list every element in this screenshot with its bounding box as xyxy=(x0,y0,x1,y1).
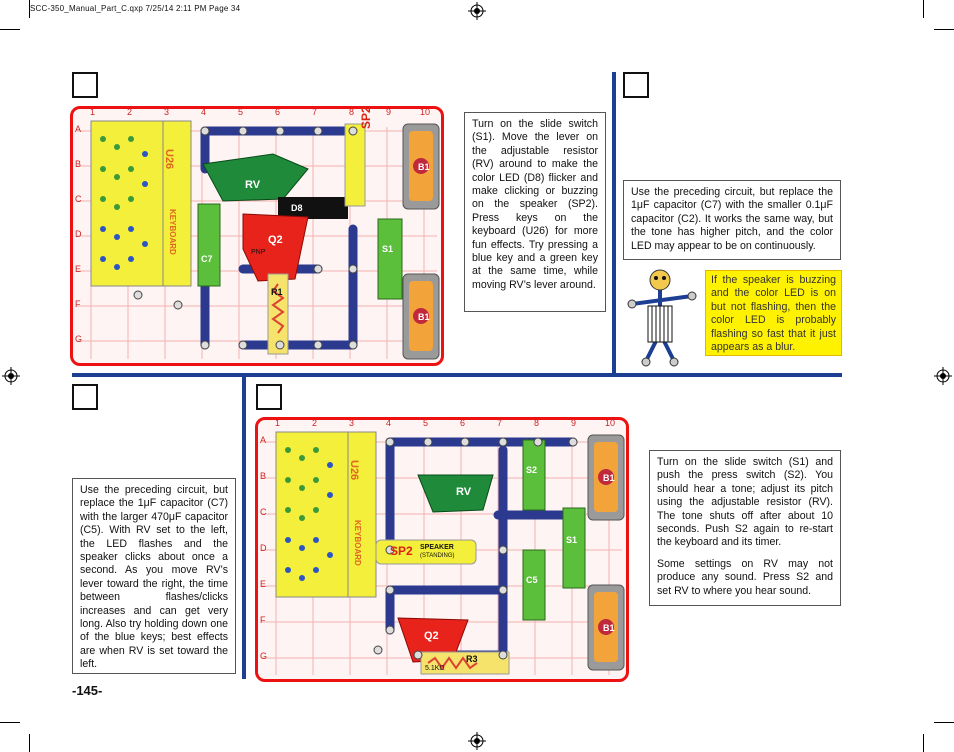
sp2-label: SP2 xyxy=(359,106,373,129)
project-number-box xyxy=(72,384,98,410)
keyboard-label: KEYBOARD xyxy=(353,520,362,566)
b1-label: B1 xyxy=(418,312,430,322)
variation-bottom-left-text: Use the preceding circuit, but replace t… xyxy=(80,484,228,671)
q2-label: Q2 xyxy=(424,630,439,642)
b1-label: B1 xyxy=(603,623,615,633)
circuit-board-top: U26 KEYBOARD SP2 B1 B1 RV D8 Q2 PNP C7 R… xyxy=(70,106,444,366)
u26-label: U26 xyxy=(163,149,175,170)
c7-label: C7 xyxy=(201,254,213,264)
crop-mark xyxy=(934,29,954,30)
registration-mark-icon xyxy=(2,367,20,385)
page-number: -145- xyxy=(72,683,103,698)
section-divider xyxy=(72,373,842,377)
b1-label: B1 xyxy=(418,162,430,172)
s1-label: S1 xyxy=(382,244,394,254)
variation-bottom-left: Use the preceding circuit, but replace t… xyxy=(72,478,236,674)
c5-label: C5 xyxy=(526,575,538,585)
ohm-label: 5.1KΩ xyxy=(425,665,445,672)
project-number-box xyxy=(256,384,282,410)
section-divider xyxy=(612,72,616,374)
r1-label: R1 xyxy=(271,287,283,297)
b1-label: B1 xyxy=(603,473,615,483)
circuit-board-bottom: U26 KEYBOARD SP2 SPEAKER (STANDING) B1 B… xyxy=(255,417,629,682)
crop-mark xyxy=(934,722,954,723)
tip-bubble: If the speaker is buzzing and the color … xyxy=(705,270,842,356)
crop-mark xyxy=(29,0,30,18)
sp2-label: SP2 xyxy=(390,544,413,558)
standing-label: (STANDING) xyxy=(420,553,455,559)
variation-top-right: Use the preceding circuit, but replace t… xyxy=(623,180,841,260)
s2-label: S2 xyxy=(526,465,538,475)
registration-mark-icon xyxy=(468,2,486,20)
registration-mark-icon xyxy=(468,732,486,750)
instructions-top: Turn on the slide switch (S1). Move the … xyxy=(464,112,606,312)
project-number-box xyxy=(623,72,649,98)
crop-mark xyxy=(29,734,30,752)
d8-label: D8 xyxy=(291,203,303,213)
s1-label: S1 xyxy=(566,535,578,545)
registration-mark-icon xyxy=(934,367,952,385)
crop-mark xyxy=(0,722,20,723)
rv-label: RV xyxy=(245,179,261,191)
q2-label: Q2 xyxy=(268,234,283,246)
pnp-label: PNP xyxy=(251,249,266,256)
instructions-bottom-text-2: Some settings on RV may not produce any … xyxy=(657,557,833,597)
section-divider xyxy=(242,377,246,679)
print-header: SCC-350_Manual_Part_C.qxp 7/25/14 2:11 P… xyxy=(30,4,241,13)
u26-label: U26 xyxy=(348,460,360,481)
keyboard-label: KEYBOARD xyxy=(168,209,177,255)
project-number-box xyxy=(72,72,98,98)
crop-mark xyxy=(923,734,924,752)
variation-top-right-text: Use the preceding circuit, but replace t… xyxy=(631,186,833,252)
r3-label: R3 xyxy=(466,654,478,664)
instructions-bottom-text-1: Turn on the slide switch (S1) and push t… xyxy=(657,456,833,549)
crop-mark xyxy=(923,0,924,18)
speaker-label: SPEAKER xyxy=(420,544,454,551)
robot-mascot-icon xyxy=(627,269,697,367)
tip-text: If the speaker is buzzing and the color … xyxy=(711,274,836,354)
crop-mark xyxy=(0,29,20,30)
instructions-bottom: Turn on the slide switch (S1) and push t… xyxy=(649,450,841,606)
rv-label: RV xyxy=(456,486,472,498)
instructions-top-text: Turn on the slide switch (S1). Move the … xyxy=(472,118,598,291)
